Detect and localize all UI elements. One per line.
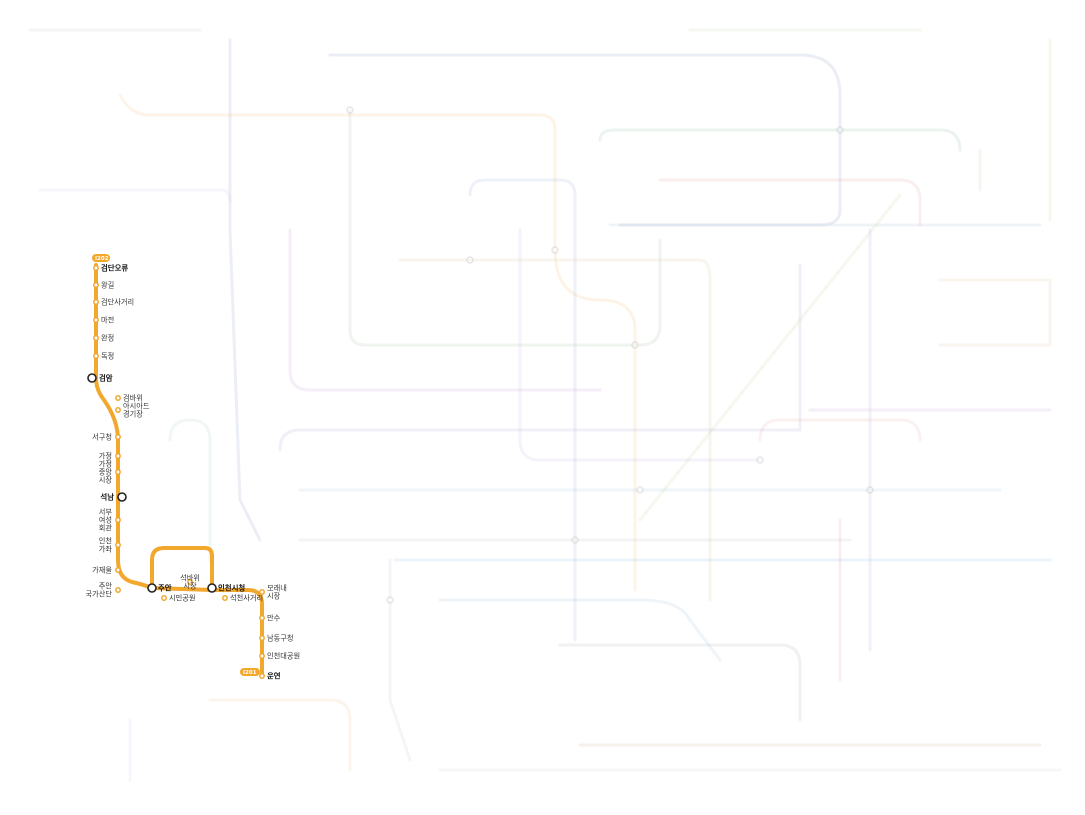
station-label: 시민공원 <box>169 594 195 603</box>
station-label: 석남 <box>100 493 114 502</box>
station-label: 마전 <box>101 316 114 325</box>
station[interactable]: 검암 <box>87 373 113 383</box>
station-dot <box>93 317 99 323</box>
station[interactable]: 인천대공원 <box>259 652 300 661</box>
station-dot <box>115 395 121 401</box>
station[interactable]: 석남 <box>100 492 127 502</box>
station-dot <box>115 407 121 413</box>
station[interactable]: 운연 <box>259 672 281 681</box>
line-badge-end <box>240 668 260 676</box>
station-label: 인천대공원 <box>267 652 300 661</box>
station-label: 완정 <box>101 334 114 343</box>
station[interactable]: 인천시청 <box>207 583 245 593</box>
station[interactable]: 석천사거리 <box>222 594 263 603</box>
station-label: 서구청 <box>92 433 112 442</box>
station[interactable]: 검단오류 <box>93 264 129 273</box>
station-dot <box>115 567 121 573</box>
transfer-marker <box>147 583 157 593</box>
station-dot <box>93 265 99 271</box>
station-dot <box>115 469 121 475</box>
line-badge-end-label: I201 <box>243 670 257 676</box>
station-label: 남동구청 <box>267 634 293 643</box>
station-label: 운연 <box>267 672 281 681</box>
station[interactable]: 검바위 <box>115 394 143 403</box>
station-dot <box>259 673 265 679</box>
station[interactable]: 주안 <box>147 583 172 593</box>
station[interactable]: 시민공원 <box>161 594 196 603</box>
station[interactable]: 가정 <box>99 452 121 461</box>
station-label: 검바위 <box>123 394 143 403</box>
station-dot <box>93 353 99 359</box>
station[interactable]: 남동구청 <box>259 634 294 643</box>
station-label: 검단사거리 <box>101 298 134 307</box>
station-label: 만수 <box>267 614 281 623</box>
line-stations: I202 I201 <box>92 254 260 676</box>
station-dot <box>93 299 99 305</box>
highlighted-line <box>94 263 264 678</box>
station-label: 검암 <box>99 374 113 383</box>
station-label: 독정 <box>101 352 114 361</box>
station-label: 가재울 <box>92 566 112 575</box>
line-badge-start <box>92 254 110 262</box>
station-dot <box>259 635 265 641</box>
station[interactable]: 왕길 <box>93 281 114 290</box>
station-dot <box>115 434 121 440</box>
line-badge-start-label: I202 <box>95 256 109 262</box>
station[interactable]: 완정 <box>93 334 114 343</box>
station-dot <box>259 589 265 595</box>
station-label: 석천사거리 <box>230 594 263 603</box>
station-dot <box>115 517 121 523</box>
station-dot <box>115 542 121 548</box>
line-path-connector <box>150 586 214 592</box>
station-dot <box>161 595 167 601</box>
transfer-marker <box>117 492 127 502</box>
transfer-marker <box>87 373 97 383</box>
background-network <box>28 28 1062 782</box>
station-dot <box>187 579 193 585</box>
station[interactable]: 검단사거리 <box>93 298 134 307</box>
station-dot <box>259 615 265 621</box>
station[interactable]: 서구청 <box>92 433 121 442</box>
transfer-marker <box>207 583 217 593</box>
station-label: 인천시청 <box>218 584 245 593</box>
station-label: 검단오류 <box>101 264 128 273</box>
station-dot <box>93 282 99 288</box>
line-path <box>94 263 264 678</box>
station[interactable]: 독정 <box>93 352 114 361</box>
station[interactable]: 만수 <box>259 614 281 623</box>
station-dot <box>115 587 121 593</box>
station-dot <box>259 653 265 659</box>
station-dot <box>93 335 99 341</box>
station-label: 왕길 <box>101 281 114 290</box>
station[interactable]: 가재울 <box>92 566 121 575</box>
station-dot <box>115 453 121 459</box>
station-label: 주안 <box>158 584 172 593</box>
station-label: 가정 <box>99 452 112 461</box>
station-dot <box>222 595 228 601</box>
station[interactable]: 마전 <box>93 316 114 325</box>
